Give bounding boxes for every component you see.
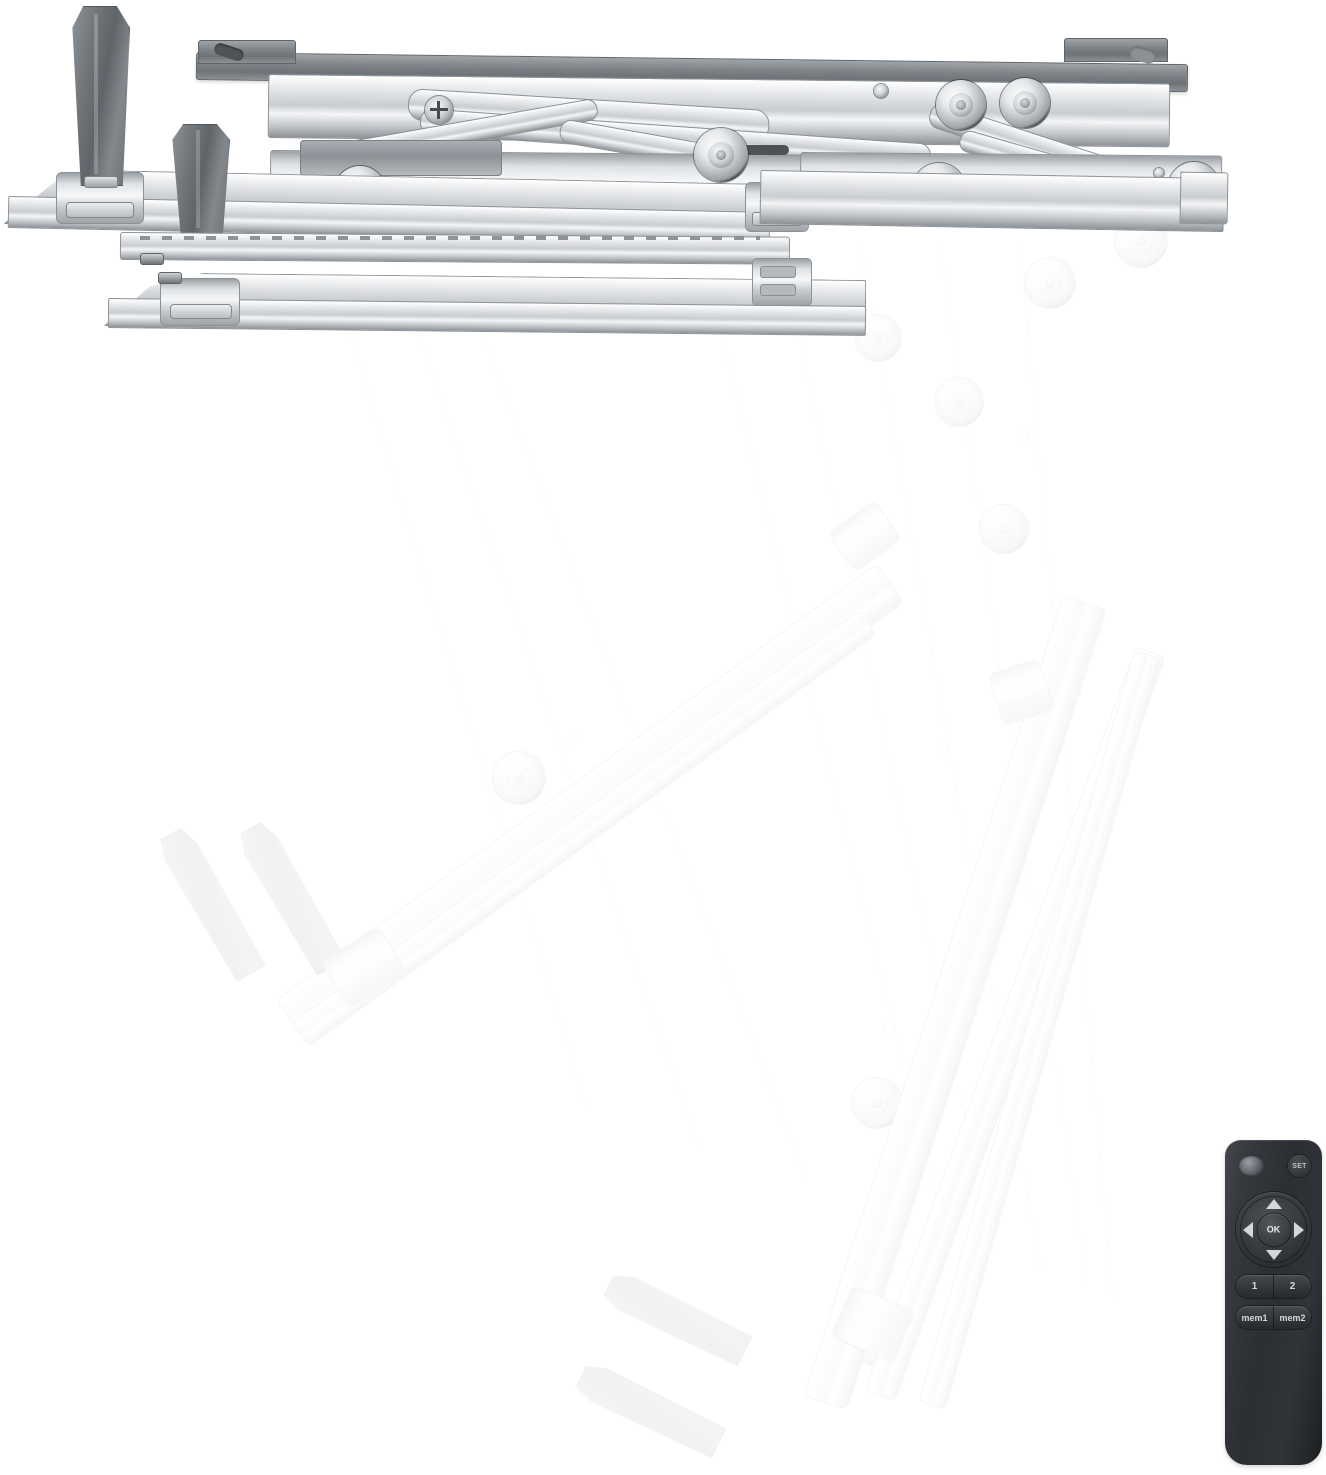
preset-button-row: 1 2 <box>1236 1275 1311 1298</box>
roller-3 <box>936 80 986 130</box>
ghost-roller <box>1025 258 1075 308</box>
support-leg-1-collar <box>84 176 118 188</box>
base-plate-right-taper <box>759 170 1225 233</box>
ghost-leg-bottom-2 <box>572 1359 727 1461</box>
dpad-up-icon[interactable] <box>1265 1199 1282 1209</box>
top-rail-bracket-left <box>198 40 296 64</box>
set-button[interactable]: SET <box>1288 1155 1311 1177</box>
ghost-leg-bottom-1 <box>600 1268 753 1369</box>
preset-1-button[interactable]: 1 <box>1236 1275 1274 1298</box>
retaining-clip-1 <box>140 253 164 265</box>
pivot-screw-small <box>1154 168 1164 178</box>
dpad-left-icon[interactable] <box>1243 1221 1253 1238</box>
lower-cross-rail-perforations <box>140 236 760 240</box>
right-base-mount-slot-a <box>760 266 796 278</box>
dpad-down-icon[interactable] <box>1265 1250 1282 1260</box>
dpad[interactable]: OK <box>1236 1192 1311 1267</box>
remote-control[interactable]: SET OK 1 2 mem1 mem2 <box>1225 1140 1322 1465</box>
base-plate-right-edge <box>1179 171 1229 225</box>
ghost-slot <box>1018 425 1029 443</box>
scissor-lift-mechanism <box>0 0 1326 360</box>
retaining-clip-2 <box>158 272 182 284</box>
ghost-roller <box>493 752 545 804</box>
ghost-roller <box>852 1078 902 1128</box>
memory-button-row: mem1 mem2 <box>1236 1306 1311 1329</box>
dpad-right-icon[interactable] <box>1294 1221 1304 1238</box>
power-button[interactable] <box>1239 1156 1264 1176</box>
ghost-roller <box>935 378 983 426</box>
mem1-button[interactable]: mem1 <box>1236 1306 1274 1329</box>
pivot-screw-left-cross-v <box>437 101 440 119</box>
ghost-roller <box>855 1320 901 1366</box>
support-leg-2 <box>172 124 230 236</box>
ghost-mount-pad <box>827 499 903 573</box>
ghost-slot <box>884 1022 895 1040</box>
ok-button-label: OK <box>1266 1224 1281 1235</box>
dpad-ring <box>1240 1196 1307 1263</box>
roller-2 <box>694 128 748 182</box>
ghost-slot <box>938 740 949 758</box>
ghost-guide-line <box>395 267 699 1148</box>
set-button-label: SET <box>1292 1162 1307 1170</box>
support-leg-2-highlight <box>196 130 200 228</box>
mem2-button[interactable]: mem2 <box>1279 1312 1306 1323</box>
support-leg-1-highlight <box>94 14 98 174</box>
right-base-mount-slot-b <box>760 284 796 296</box>
leg-mount-block-1-slot <box>66 202 134 218</box>
leg-mount-block-2-slot <box>170 304 232 319</box>
ghost-roller <box>980 505 1028 553</box>
ghost-slot <box>564 730 584 749</box>
actuator-body <box>300 140 502 176</box>
preset-2-button[interactable]: 2 <box>1289 1281 1296 1292</box>
pivot-screw-right <box>874 84 888 98</box>
ok-button[interactable]: OK <box>1257 1213 1290 1246</box>
plate-slot-dark <box>727 145 789 155</box>
support-leg-1 <box>72 6 130 186</box>
roller-4 <box>1000 78 1050 128</box>
